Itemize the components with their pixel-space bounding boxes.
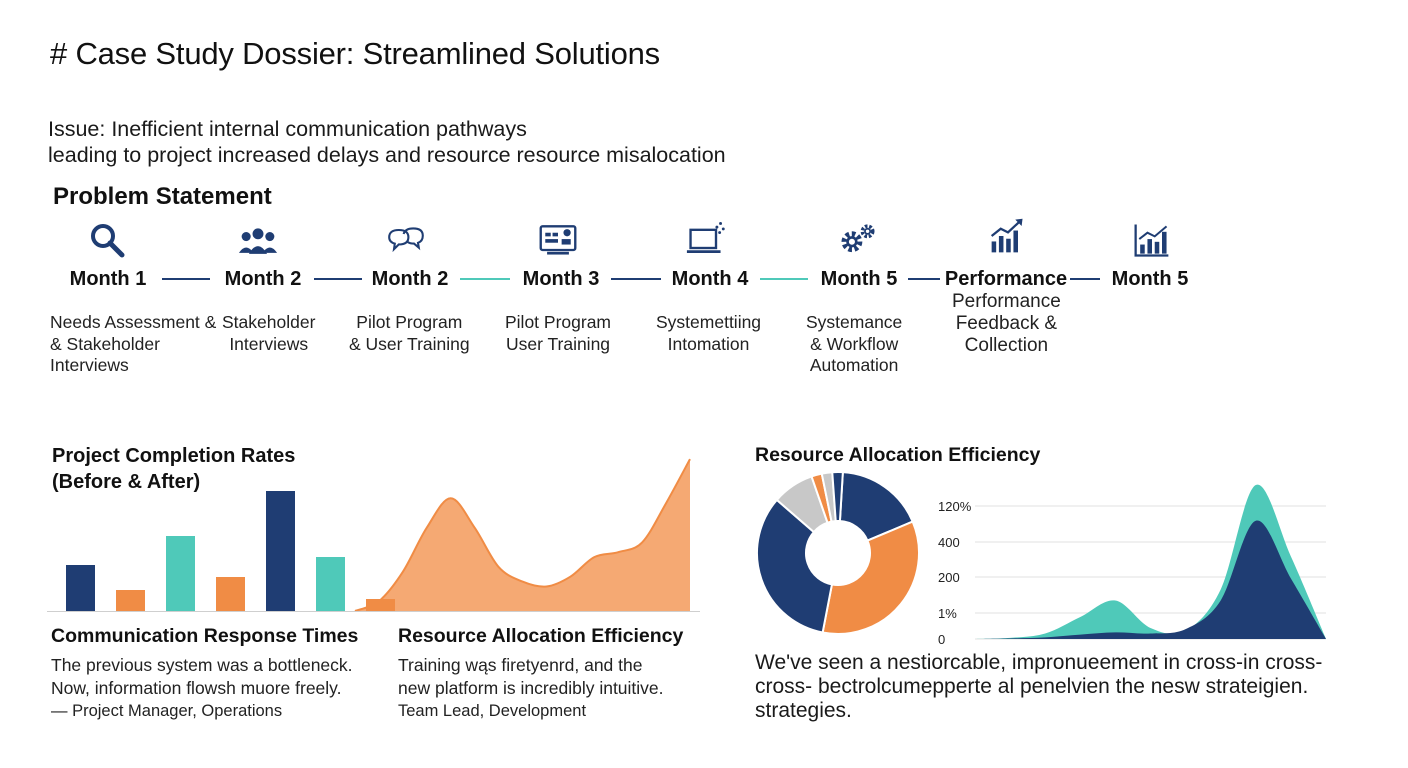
completion-bar-chart [47, 458, 700, 612]
timeline-desc-6: Systemance & Workflow Automation [806, 312, 903, 375]
issue-statement: Issue: Inefficient internal communicatio… [48, 116, 726, 168]
completion-chart-subtitle: (Before & After) [52, 471, 201, 493]
timeline-label-6: Month 5 [820, 268, 898, 290]
completion-bar [216, 577, 245, 611]
timeline-desc-3: Pilot Program & User Training [349, 312, 470, 354]
search-icon [91, 224, 125, 258]
completion-bar [366, 599, 395, 611]
timeline-connector [908, 278, 940, 280]
donut-slice [821, 520, 920, 635]
timeline-label-8: Month 5 [1111, 268, 1189, 290]
issue-line-2: leading to project increased delays and … [48, 143, 726, 167]
area-ytick-label: 120% [938, 499, 972, 514]
timeline-label-5: Month 4 [671, 268, 749, 290]
allocation-chart-title: Resource Allocation Efficiency [755, 444, 1041, 466]
completion-overlay-line [354, 458, 691, 612]
quote-right: We've seen a nestiorcable, impronueement… [755, 651, 1323, 722]
timeline-label-3: Month 2 [371, 268, 449, 290]
area-ytick-label: 400 [938, 535, 960, 550]
dashboard-icon [539, 225, 577, 255]
timeline-connector [1070, 278, 1100, 280]
chat-bubbles-icon [388, 227, 424, 253]
issue-line-1: Issue: Inefficient internal communicatio… [48, 117, 527, 141]
quote-left: The previous system was a bottleneck. No… [51, 654, 353, 723]
timeline-desc-5: Systemettiing Intomation [656, 312, 762, 354]
area-ytick-label: 1% [938, 606, 957, 621]
timeline-connector [611, 278, 661, 280]
completion-overlay-area [355, 459, 690, 611]
timeline-desc-1: Needs Assessment & & Stakeholder Intervi… [50, 312, 217, 375]
completion-bar [266, 491, 295, 611]
bar-chart-icon [1134, 224, 1169, 257]
timeline-connector [314, 278, 362, 280]
timeline-label-1: Month 1 [69, 268, 147, 290]
area-ytick-label: 200 [938, 570, 960, 585]
completion-chart-title: Project Completion Rates [52, 445, 296, 467]
quote-left-heading: Communication Response Times [51, 625, 359, 647]
donut-slice [756, 498, 834, 634]
timeline-desc-7: Performance Feedback & Collection [952, 291, 1061, 356]
allocation-donut-chart [756, 471, 920, 635]
timeline-desc-2: Stakeholder Interviews [222, 312, 316, 354]
timeline-connector [760, 278, 808, 280]
timeline-connector [460, 278, 510, 280]
area-series-2 [975, 520, 1326, 639]
laptop-icon [686, 222, 725, 253]
donut-slice [838, 471, 914, 542]
timeline-desc-4: Pilot Program User Training [505, 312, 612, 354]
problem-statement-heading: Problem Statement [53, 183, 272, 210]
timeline-label-4: Month 3 [522, 268, 600, 290]
timeline-label-2: Month 2 [224, 268, 302, 290]
team-icon [238, 228, 278, 254]
timeline-label-7: Performance [944, 268, 1068, 290]
donut-slice [831, 471, 844, 523]
page-title: # Case Study Dossier: Streamlined Soluti… [50, 36, 660, 71]
quote-mid-attribution: Team Lead, Development [398, 702, 587, 720]
area-ytick-label: 0 [938, 632, 945, 647]
allocation-area-chart: 0 1% 200 400 120% [938, 484, 1326, 647]
completion-bar [316, 557, 345, 611]
quote-mid: Training wąs firetyenrd, and the new pla… [398, 654, 664, 723]
completion-bar [166, 536, 195, 611]
quote-mid-heading: Resource Allocation Efficiency [398, 625, 684, 647]
completion-bar [116, 590, 145, 611]
gears-icon [841, 224, 875, 253]
completion-bar [66, 565, 95, 611]
growth-chart-icon [990, 218, 1023, 253]
quote-left-attribution: — Project Manager, Operations [51, 702, 283, 720]
timeline: Month 1 Month 2 Month 2 Month 3 Month 4 … [0, 0, 1408, 380]
timeline-connector [162, 278, 210, 280]
